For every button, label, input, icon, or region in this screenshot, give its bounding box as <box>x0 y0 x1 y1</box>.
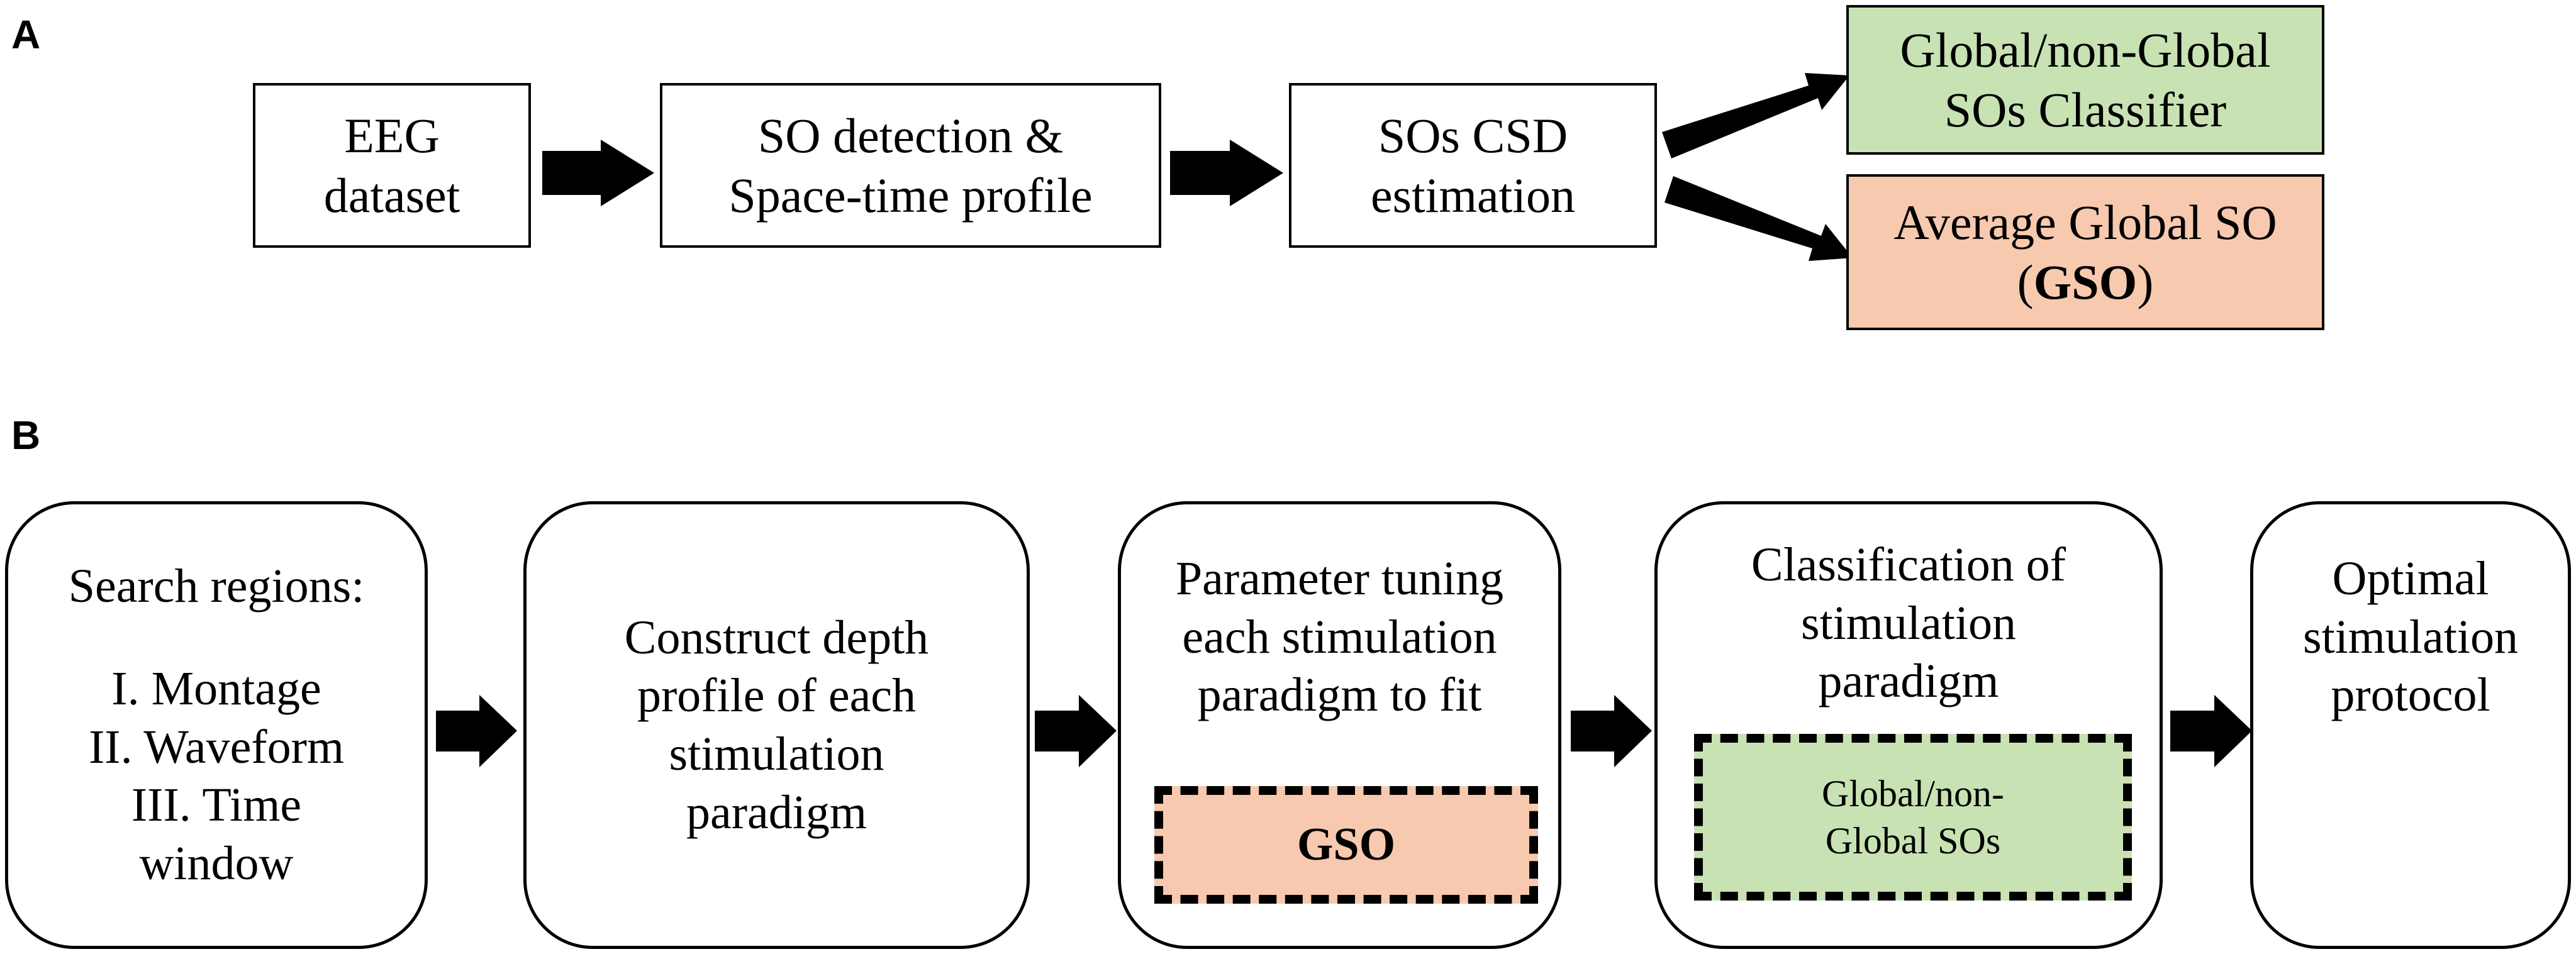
eeg-dataset-box: EEG dataset <box>253 83 531 248</box>
search-regions-item4: window <box>139 837 294 890</box>
global-classifier-line2: SOs Classifier <box>1944 82 2227 137</box>
average-gso-line2: (GSO) <box>2017 252 2154 312</box>
gso-target-box: GSO <box>1154 786 1538 904</box>
arrow-a3-up <box>1662 73 1849 158</box>
optimal-protocol-line2: stimulation <box>2303 610 2518 663</box>
search-regions-item3: III. Time <box>131 779 302 832</box>
average-gso-line1: Average Global SO <box>1893 194 2277 250</box>
optimal-protocol-line1: Optimal <box>2332 552 2489 605</box>
eeg-dataset-line2: dataset <box>323 168 460 223</box>
panel-a-label: A <box>11 12 41 57</box>
eeg-dataset-line1: EEG <box>344 108 440 163</box>
depth-profile-line3: stimulation <box>669 728 884 780</box>
optimal-protocol-box: Optimal stimulation protocol <box>2250 501 2571 949</box>
arrow-b3 <box>1571 695 1652 767</box>
parameter-tuning-line1: Parameter tuning <box>1175 552 1504 605</box>
so-detection-box: SO detection & Space-time profile <box>660 83 1161 248</box>
classification-line1: Classification of <box>1751 538 2066 591</box>
csd-estimation-line2: estimation <box>1371 168 1575 223</box>
paren-close: ) <box>2137 255 2154 309</box>
depth-profile-line4: paradigm <box>686 785 867 839</box>
depth-profile-line1: Construct depth <box>624 611 929 664</box>
paren-open: ( <box>2017 255 2034 309</box>
global-sos-target-box: Global/non- Global SOs <box>1694 734 2132 901</box>
search-regions-item2: II. Waveform <box>88 720 345 774</box>
arrow-b1 <box>436 695 517 767</box>
so-detection-line1: SO detection & <box>757 108 1064 163</box>
classification-line3: paradigm <box>1818 655 1999 708</box>
global-sos-line2: Global SOs <box>1825 819 2001 862</box>
search-regions-title: Search regions: <box>68 560 365 613</box>
so-detection-line2: Space-time profile <box>728 168 1093 223</box>
arrow-b2 <box>1035 695 1117 767</box>
csd-estimation-line1: SOs CSD <box>1378 108 1568 163</box>
parameter-tuning-line3: paradigm to fit <box>1197 668 1482 722</box>
arrow-a4-down <box>1664 176 1853 261</box>
global-classifier-line1: Global/non-Global <box>1900 22 2271 77</box>
arrow-a2 <box>1170 140 1283 206</box>
classification-line2: stimulation <box>1801 596 2016 650</box>
global-classifier-box: Global/non-Global SOs Classifier <box>1846 5 2324 155</box>
csd-estimation-box: SOs CSD estimation <box>1289 83 1657 248</box>
gso-target-label: GSO <box>1296 819 1396 871</box>
gso-bold: GSO <box>2033 255 2138 309</box>
average-gso-box: Average Global SO (GSO) <box>1846 174 2324 330</box>
depth-profile-line2: profile of each <box>637 669 917 723</box>
arrow-b4 <box>2170 695 2252 767</box>
parameter-tuning-line2: each stimulation <box>1182 610 1497 663</box>
global-sos-line1: Global/non- <box>1822 772 2004 814</box>
optimal-protocol-line3: protocol <box>2331 668 2490 722</box>
arrow-a1 <box>542 140 654 206</box>
search-regions-item1: I. Montage <box>111 662 321 715</box>
depth-profile-box: Construct depth profile of each stimulat… <box>523 501 1030 949</box>
panel-b-label: B <box>11 413 41 458</box>
search-regions-box: Search regions: I. Montage II. Waveform … <box>5 501 428 949</box>
